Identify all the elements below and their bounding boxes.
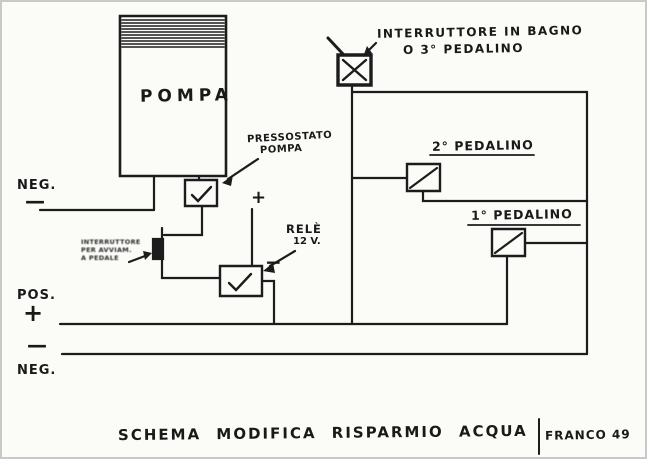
relay-label-1: RELÈ: [286, 222, 322, 236]
relay-plus-sign: +: [251, 187, 267, 208]
pressostato-arrow-icon: [222, 159, 258, 186]
wires: [40, 84, 587, 354]
neg-top-sign: —: [25, 189, 45, 213]
relay-minus-sign: −: [265, 250, 282, 274]
pedal1-label: 1° PEDALINO: [470, 206, 573, 223]
pos-sign: +: [23, 299, 44, 327]
label-underlines: [430, 155, 580, 225]
pedal-switch-note-line2: PER AVVIAM.: [81, 246, 132, 254]
pressostato-box-icon: [185, 180, 217, 206]
pump-hatch: [122, 20, 224, 47]
pedal-switch-note-line1: INTERRUTTORE: [81, 238, 141, 246]
note-arrow-icon: [129, 251, 152, 262]
pressostato-label-2: POMPA: [259, 142, 303, 157]
neg-top-label: NEG.: [17, 178, 57, 193]
diagram-author: FRANCO 49: [544, 427, 631, 443]
pump-symbol: [120, 16, 226, 176]
pos-label: POS.: [17, 288, 56, 303]
relay-box-icon: [220, 266, 262, 296]
neg-bottom-sign: —: [27, 333, 47, 357]
pedal1-box-icon: [492, 229, 525, 256]
pedal-switch-icon: [153, 239, 163, 259]
pedal2-label: 2° PEDALINO: [431, 137, 534, 154]
bath-switch-label-2: O 3° PEDALINO: [402, 40, 525, 58]
relay-label-2: 12 V.: [293, 236, 321, 247]
pedal-switch-note-line3: A PEDALE: [81, 254, 119, 262]
neg-bottom-label: NEG.: [17, 363, 57, 378]
bath-switch-arrow-icon: [363, 43, 376, 57]
pedal-switch-note: INTERRUTTORE PER AVVIAM. A PEDALE: [81, 238, 141, 262]
bath-switch-box-icon: [328, 38, 371, 85]
pedal2-box-icon: [407, 164, 440, 191]
relay-arrow-icon: [263, 251, 295, 273]
pump-label: POMPA: [139, 85, 234, 107]
